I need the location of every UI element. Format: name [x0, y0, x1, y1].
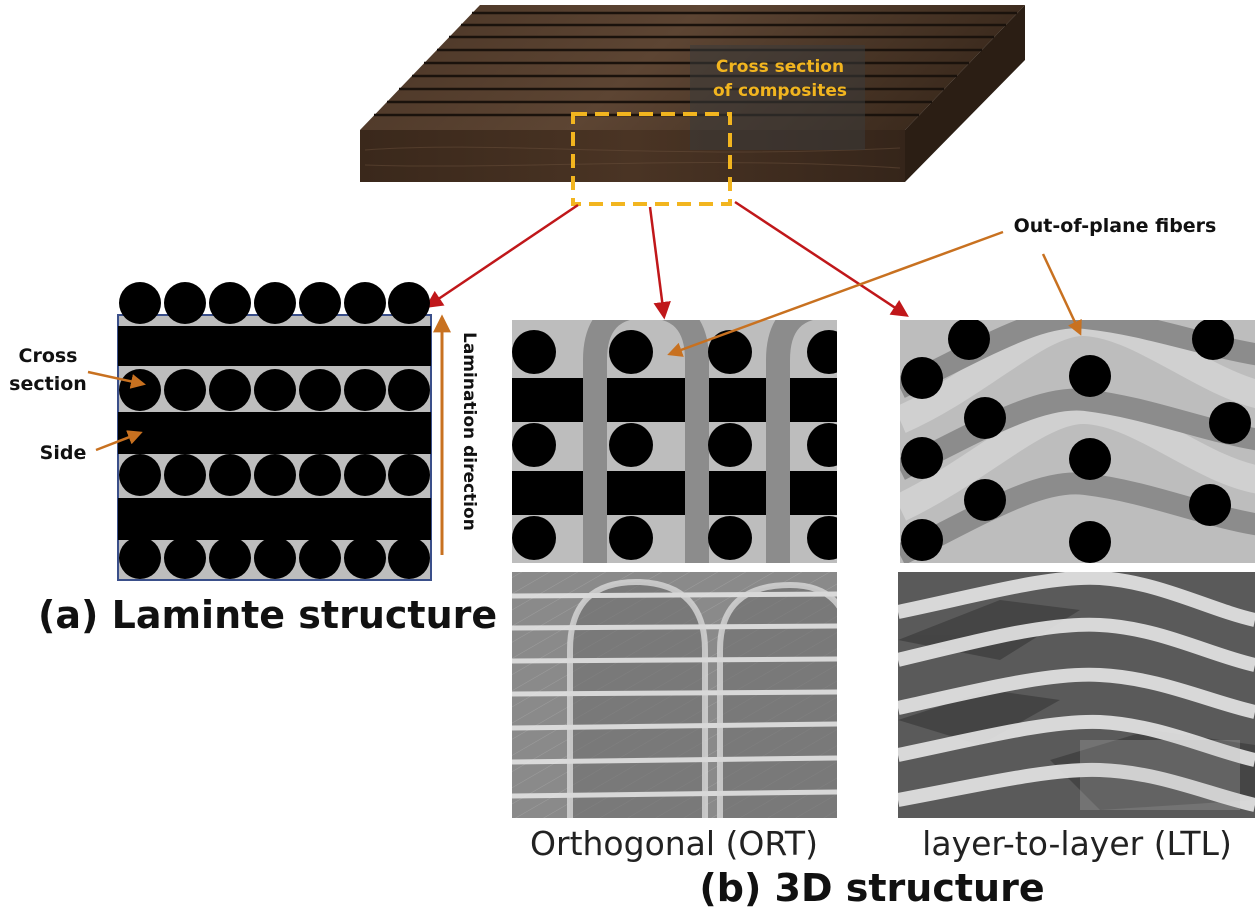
out-of-plane-label: Out-of-plane fibers [1014, 215, 1217, 237]
red-arrows [425, 200, 909, 320]
cross-label-line1: Cross [19, 345, 78, 367]
out-of-plane-arrow-ort [667, 230, 1004, 357]
ort-fiber-cross-sections [512, 330, 837, 560]
ltl-caption: layer-to-layer (LTL) [922, 824, 1232, 863]
arrow-to-laminate [425, 203, 579, 308]
side-arrow [95, 430, 143, 452]
ort-micrograph-layers [512, 591, 837, 799]
ort-micrograph [512, 572, 837, 818]
panel-b-caption: (b) 3D structure [699, 866, 1044, 909]
arrow-to-ort [648, 206, 671, 320]
cross-section-arrow [87, 370, 146, 389]
laminate-side-layer-3 [118, 498, 431, 540]
composite-block: Cross section of composites [360, 5, 1025, 206]
laminate-side-layer-2 [118, 412, 431, 454]
laminate-fiber-cross-sections [119, 282, 430, 579]
cross-label-line2: section [9, 373, 87, 395]
ltl-diagram [900, 320, 1255, 563]
callout-line1: Cross section [716, 57, 844, 77]
panel-a-caption: (a) Laminte structure [38, 593, 497, 637]
laminate-side-layer-1 [118, 326, 431, 366]
ort-diagram [512, 320, 837, 563]
cross-section-highlight-box [571, 112, 732, 206]
arrow-to-ltl [734, 200, 909, 317]
out-of-plane-arrow-ltl [1041, 253, 1082, 336]
callout-line2: of composites [713, 81, 847, 101]
ort-caption: Orthogonal (ORT) [530, 824, 818, 863]
block-side-face [905, 5, 1025, 182]
ort-binder-yarns [583, 320, 814, 563]
lamination-direction-label: Lamination direction [459, 332, 479, 531]
laminate-diagram [117, 282, 432, 581]
ltl-micrograph-layers [898, 572, 1255, 812]
callout-backdrop [690, 45, 865, 150]
ltl-micrograph [898, 572, 1255, 818]
side-label: Side [40, 442, 87, 464]
ltl-fiber-cross-sections [901, 320, 1251, 563]
